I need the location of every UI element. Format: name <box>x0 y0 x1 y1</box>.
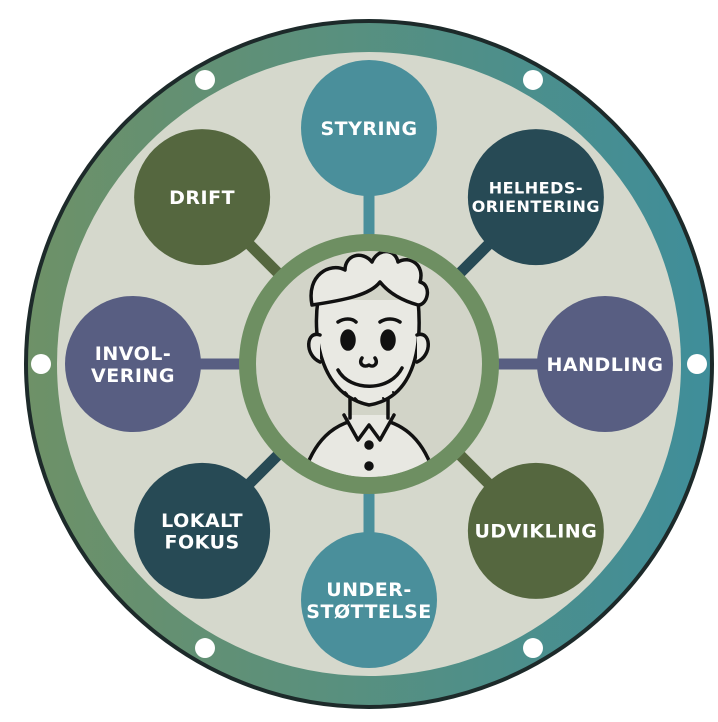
connector-udvikling <box>455 450 494 489</box>
node-understottelse: UNDER-STØTTELSE <box>301 532 437 668</box>
smiling-man-icon <box>298 251 440 477</box>
connectors <box>199 194 539 534</box>
node-label: INVOL- <box>95 343 172 365</box>
node-circle <box>537 296 673 432</box>
node-label: LOKALT <box>161 510 243 532</box>
node-label: HANDLING <box>547 354 664 376</box>
node-circle <box>134 462 271 599</box>
rim-dot <box>195 638 215 659</box>
nodes: STYRING HELHEDS-ORIENTERING HANDLING UDVIKL… <box>65 60 673 668</box>
node-label: UDVIKLING <box>474 521 597 543</box>
node-helhedsorientering: HELHEDS-ORIENTERING <box>467 129 604 266</box>
node-label: STØTTELSE <box>306 601 431 623</box>
node-circle <box>134 129 271 266</box>
node-label: FOKUS <box>165 532 240 554</box>
node-label: HELHEDS- <box>489 179 583 198</box>
node-label: STYRING <box>320 118 417 140</box>
connector-lokalt-fokus <box>244 450 283 489</box>
node-circle <box>65 296 201 432</box>
connector-drift <box>244 239 283 278</box>
node-label: DRIFT <box>169 187 235 209</box>
node-label: VERING <box>91 365 175 387</box>
rim-dot <box>687 354 707 374</box>
connector-helhedsorientering <box>455 239 494 278</box>
node-circle <box>301 532 437 668</box>
node-label: ORIENTERING <box>472 197 600 216</box>
rim-dot <box>523 638 543 659</box>
rim-dots <box>31 69 707 659</box>
node-label: UNDER- <box>326 579 412 601</box>
node-circle <box>467 462 604 599</box>
rim-dot <box>523 69 543 90</box>
node-udvikling: UDVIKLING <box>467 462 604 599</box>
rim-dot <box>195 69 215 90</box>
rim-dot <box>31 354 51 374</box>
node-circle <box>301 60 437 196</box>
node-circle <box>467 129 604 266</box>
node-drift: DRIFT <box>134 129 271 266</box>
node-styring: STYRING <box>301 60 437 196</box>
node-involvering: INVOL-VERING <box>65 296 201 432</box>
node-handling: HANDLING <box>537 296 673 432</box>
